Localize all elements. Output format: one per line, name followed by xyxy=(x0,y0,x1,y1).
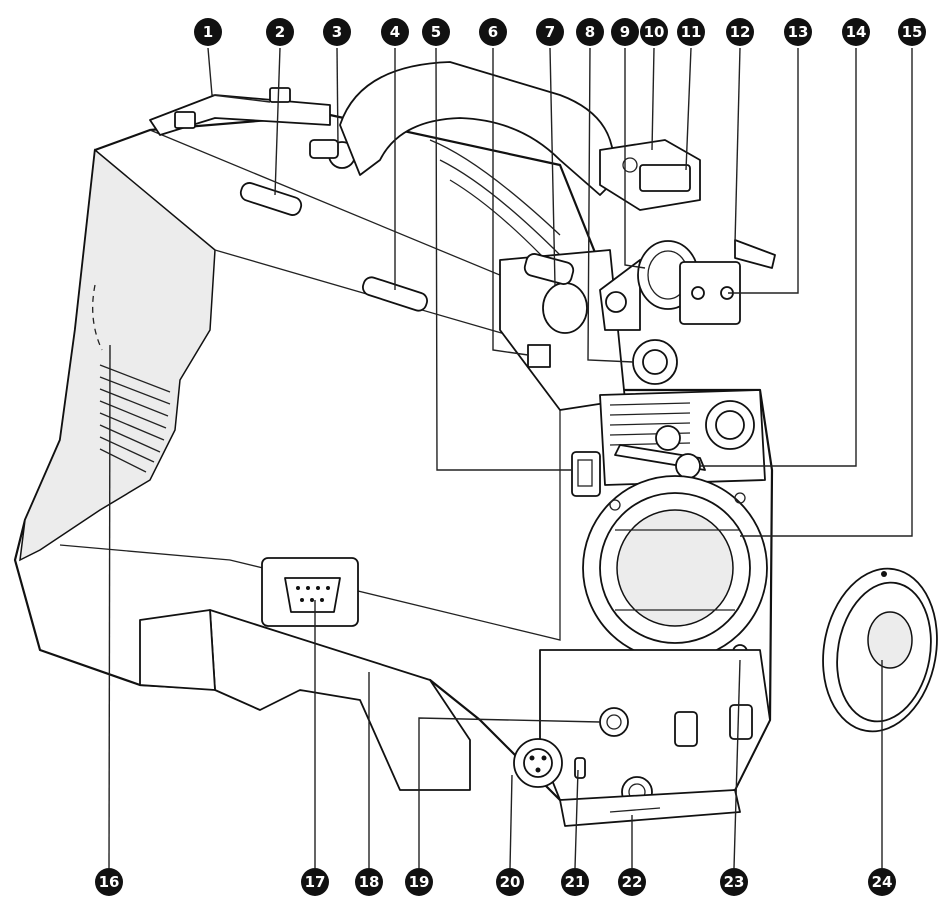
camera-illustration xyxy=(13,61,938,827)
callout-8-label: 8 xyxy=(585,23,595,41)
callout-17: 17 xyxy=(301,868,329,896)
callout-3: 3 xyxy=(323,18,351,46)
shoulder-pad-shape xyxy=(209,609,471,791)
callout-11: 11 xyxy=(677,18,705,46)
callout-4: 4 xyxy=(381,18,409,46)
callout-2: 2 xyxy=(266,18,294,46)
indicator-window xyxy=(527,344,551,368)
callout-19-label: 19 xyxy=(409,873,430,891)
callout-23: 23 xyxy=(720,868,748,896)
callout-21: 21 xyxy=(561,868,589,896)
callout-13-label: 13 xyxy=(788,23,809,41)
leader-lines xyxy=(108,47,913,869)
front-switch xyxy=(599,707,629,737)
callout-14-label: 14 xyxy=(846,23,867,41)
callout-20-label: 20 xyxy=(500,873,521,891)
tripod-attachment xyxy=(559,789,741,827)
front-vents xyxy=(609,402,691,446)
callout-8: 8 xyxy=(576,18,604,46)
callout-14: 14 xyxy=(842,18,870,46)
callout-23-label: 23 xyxy=(724,873,745,891)
screw-hole-2 xyxy=(239,182,303,216)
callout-6-label: 6 xyxy=(488,23,498,41)
callout-12-label: 12 xyxy=(730,23,751,41)
side-connector xyxy=(571,451,601,497)
callout-20: 20 xyxy=(496,868,524,896)
callout-5: 5 xyxy=(422,18,450,46)
callout-4-label: 4 xyxy=(390,23,400,41)
callout-9: 9 xyxy=(611,18,639,46)
callout-18: 18 xyxy=(355,868,383,896)
lens-mount-cap xyxy=(822,567,938,733)
callout-7-label: 7 xyxy=(545,23,555,41)
callout-22: 22 xyxy=(618,868,646,896)
callout-1: 1 xyxy=(194,18,222,46)
callout-10-label: 10 xyxy=(644,23,665,41)
small-switch xyxy=(574,757,586,779)
callout-16-label: 16 xyxy=(99,873,120,891)
callout-3-label: 3 xyxy=(332,23,342,41)
callout-9-label: 9 xyxy=(620,23,630,41)
callout-6: 6 xyxy=(479,18,507,46)
callout-17-label: 17 xyxy=(305,873,326,891)
callout-19: 19 xyxy=(405,868,433,896)
callout-5-label: 5 xyxy=(431,23,441,41)
d-sub-pins xyxy=(296,586,330,602)
shoulder-grip-shape xyxy=(19,148,216,562)
callout-15: 15 xyxy=(898,18,926,46)
handle-knob xyxy=(542,282,588,334)
callout-2-label: 2 xyxy=(275,23,285,41)
screw-hole-4 xyxy=(362,276,428,312)
callout-15-label: 15 xyxy=(902,23,923,41)
callout-11-label: 11 xyxy=(681,23,702,41)
callout-22-label: 22 xyxy=(622,873,643,891)
callout-18-label: 18 xyxy=(359,873,380,891)
callout-7: 7 xyxy=(536,18,564,46)
callout-16: 16 xyxy=(95,868,123,896)
callout-10: 10 xyxy=(640,18,668,46)
callout-21-label: 21 xyxy=(565,873,586,891)
callout-24: 24 xyxy=(868,868,896,896)
callout-13: 13 xyxy=(784,18,812,46)
callout-24-label: 24 xyxy=(872,873,893,891)
callout-12: 12 xyxy=(726,18,754,46)
callout-1-label: 1 xyxy=(203,23,213,41)
d-sub-connector xyxy=(284,577,341,613)
